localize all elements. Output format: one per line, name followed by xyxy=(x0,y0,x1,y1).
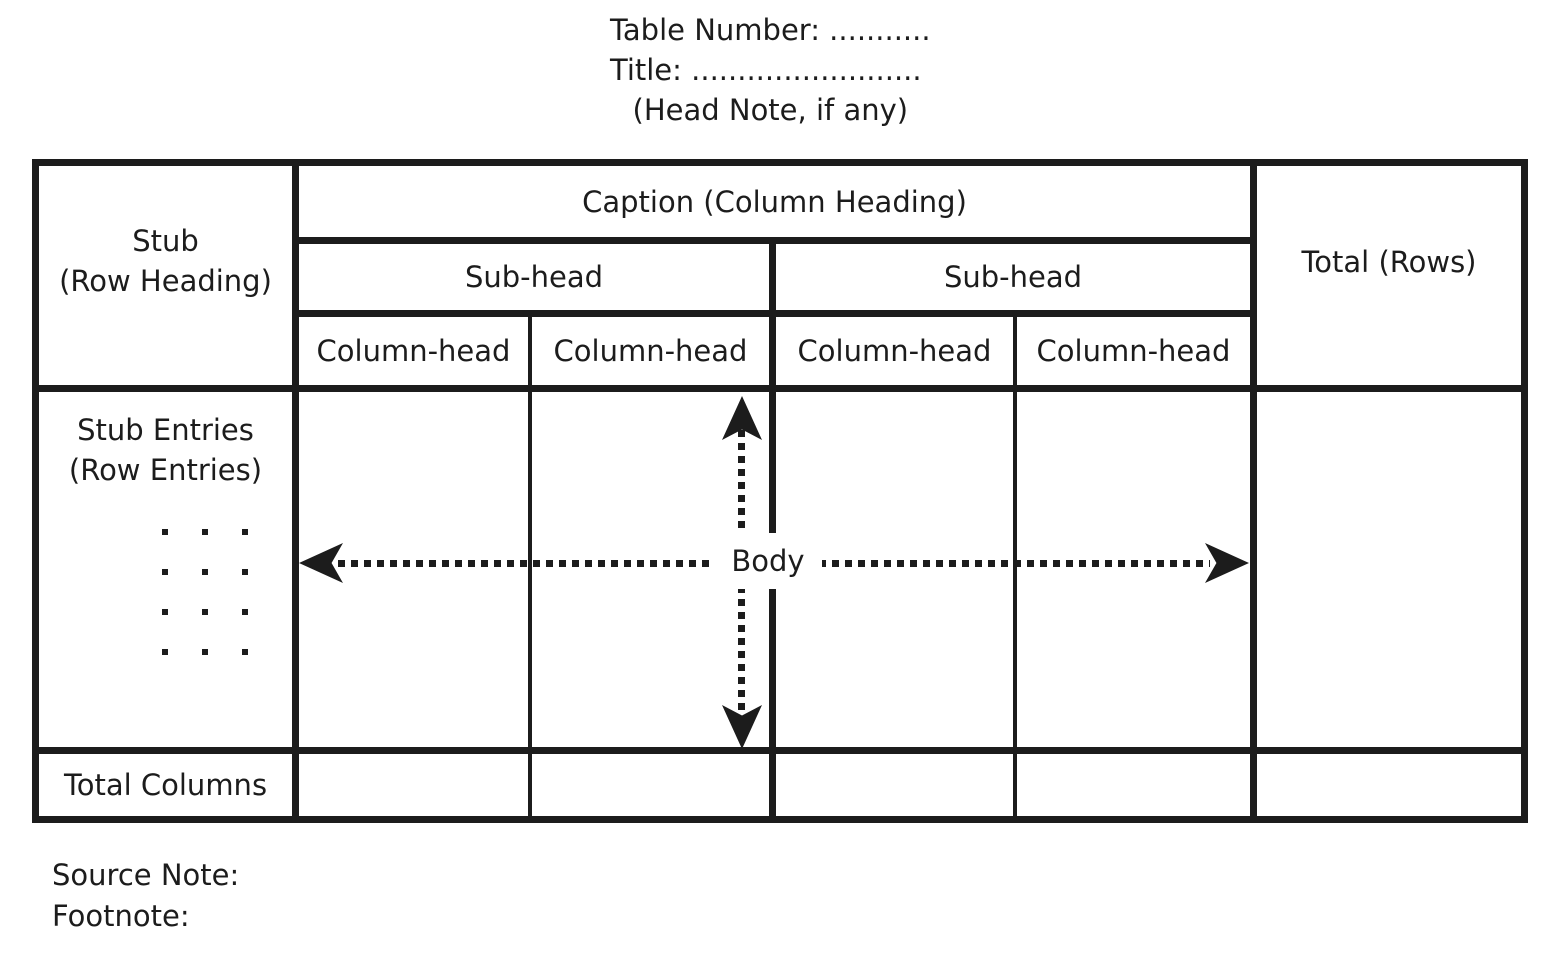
table-number-line: Table Number: ........... xyxy=(610,13,931,47)
subhead-cell-1: Sub-head xyxy=(464,260,604,294)
stub-entries-cell: Stub Entries (Row Entries) xyxy=(39,405,292,495)
head-note-line: (Head Note, if any) xyxy=(632,93,909,127)
table-notes-block: Source Note: Footnote: xyxy=(52,855,239,937)
caption-cell: Caption (Column Heading) xyxy=(582,184,967,219)
caption-subhead-divider xyxy=(292,237,1257,244)
subhead-cell-2: Sub-head xyxy=(943,260,1083,294)
column-head-cell-3: Column-head xyxy=(797,334,992,368)
total-columns-cell: Total Columns xyxy=(63,768,268,802)
column-head-cell-1: Column-head xyxy=(316,334,511,368)
table-outer-frame xyxy=(32,159,1528,823)
subhead-group-divider xyxy=(769,237,776,823)
column-head-cell-4: Column-head xyxy=(1036,334,1231,368)
stub-entries-line2: (Row Entries) xyxy=(68,453,263,487)
stub-entries-line1: Stub Entries xyxy=(77,413,254,447)
source-note-line: Source Note: xyxy=(52,858,240,892)
body-label: Body xyxy=(714,533,822,589)
stub-heading-cell: Stub (Row Heading) xyxy=(39,166,292,385)
subhead-columnhead-divider xyxy=(292,310,1257,317)
stub-heading-line2: (Row Heading) xyxy=(59,263,272,298)
column-head-cell-2: Column-head xyxy=(553,334,748,368)
stub-heading-line1: Stub xyxy=(132,223,199,258)
total-rows-cell: Total (Rows) xyxy=(1301,244,1477,279)
body-totalrow-divider xyxy=(32,747,1528,754)
header-body-divider xyxy=(32,385,1528,392)
table-meta-block: Table Number: ........... Title: .......… xyxy=(610,10,931,130)
title-line: Title: ......................... xyxy=(610,53,922,87)
total-column-divider xyxy=(1250,159,1257,823)
stub-column-divider xyxy=(292,159,299,823)
ellipsis-dots-icon xyxy=(162,529,248,655)
footnote-line: Footnote: xyxy=(52,899,190,933)
